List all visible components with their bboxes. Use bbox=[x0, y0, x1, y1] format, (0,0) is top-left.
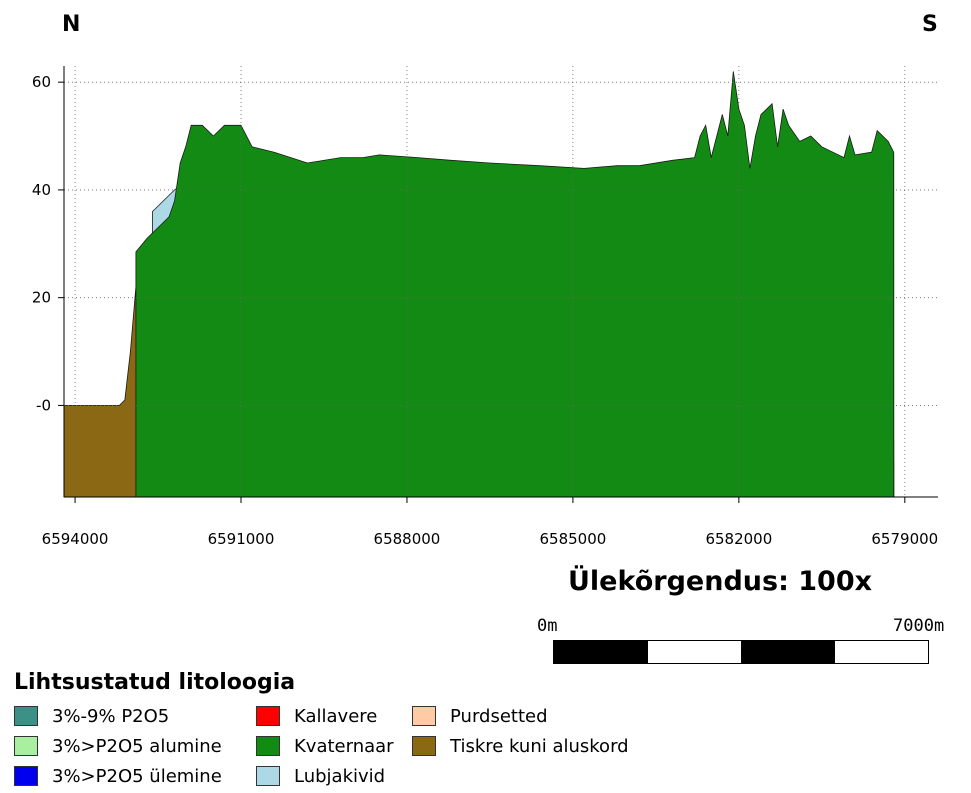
scale-segment bbox=[834, 641, 928, 663]
legend-item: Kallavere bbox=[256, 702, 377, 730]
legend-swatch bbox=[256, 766, 280, 786]
y-tick-label: 20 bbox=[32, 289, 51, 307]
legend-label: 3%>P2O5 ülemine bbox=[52, 765, 222, 787]
legend-label: Purdsetted bbox=[450, 705, 548, 727]
x-tick-label: 6582000 bbox=[705, 530, 772, 548]
y-tick-label: 40 bbox=[32, 181, 51, 199]
x-tick-label: 6591000 bbox=[208, 530, 275, 548]
legend-label: 3%>P2O5 alumine bbox=[52, 735, 222, 757]
legend-title: Lihtsustatud litoloogia bbox=[14, 670, 296, 695]
scale-segment bbox=[554, 641, 648, 663]
legend-item: Tiskre kuni aluskord bbox=[412, 732, 629, 760]
layer-kvaternaar bbox=[135, 71, 895, 498]
legend-item: Kvaternaar bbox=[256, 732, 394, 760]
vertical-exaggeration-label: Ülekõrgendus: 100x bbox=[568, 566, 873, 597]
legend-swatch bbox=[14, 706, 38, 726]
legend-swatch bbox=[256, 736, 280, 756]
legend-label: 3%-9% P2O5 bbox=[52, 705, 170, 727]
legend-item: 3%-9% P2O5 bbox=[14, 702, 169, 730]
legend-item: 3%>P2O5 ülemine bbox=[14, 762, 222, 790]
legend-label: Kvaternaar bbox=[294, 735, 394, 757]
legend-label: Lubjakivid bbox=[294, 765, 386, 787]
x-tick-label: 6588000 bbox=[374, 530, 441, 548]
scale-start-label: 0m bbox=[537, 616, 558, 636]
scale-end-label: 7000m bbox=[893, 616, 945, 636]
legend-label: Tiskre kuni aluskord bbox=[450, 735, 629, 757]
direction-north-label: N bbox=[62, 12, 81, 37]
y-tick-label: 60 bbox=[32, 73, 51, 91]
x-tick-label: 6594000 bbox=[42, 530, 109, 548]
legend-item: Purdsetted bbox=[412, 702, 548, 730]
direction-south-label: S bbox=[922, 12, 938, 37]
legend-swatch bbox=[412, 706, 436, 726]
scale-segment bbox=[741, 641, 835, 663]
legend-swatch bbox=[14, 736, 38, 756]
y-tick-label: -0 bbox=[36, 396, 51, 414]
legend-item: 3%>P2O5 alumine bbox=[14, 732, 222, 760]
legend-item: Lubjakivid bbox=[256, 762, 385, 790]
scale-segment bbox=[647, 641, 741, 663]
legend-swatch bbox=[14, 766, 38, 786]
legend: 3%-9% P2O5 3%>P2O5 alumine 3%>P2O5 ülemine… bbox=[14, 702, 714, 792]
scale-bar bbox=[553, 640, 929, 664]
legend-label: Kallavere bbox=[294, 705, 378, 727]
cross-section-chart: 6594000 6591000 6588000 6585000 6582000 65790… bbox=[32, 66, 938, 548]
x-tick-label: 6585000 bbox=[540, 530, 607, 548]
legend-swatch bbox=[256, 706, 280, 726]
legend-swatch bbox=[412, 736, 436, 756]
x-tick-label: 6579000 bbox=[871, 530, 938, 548]
